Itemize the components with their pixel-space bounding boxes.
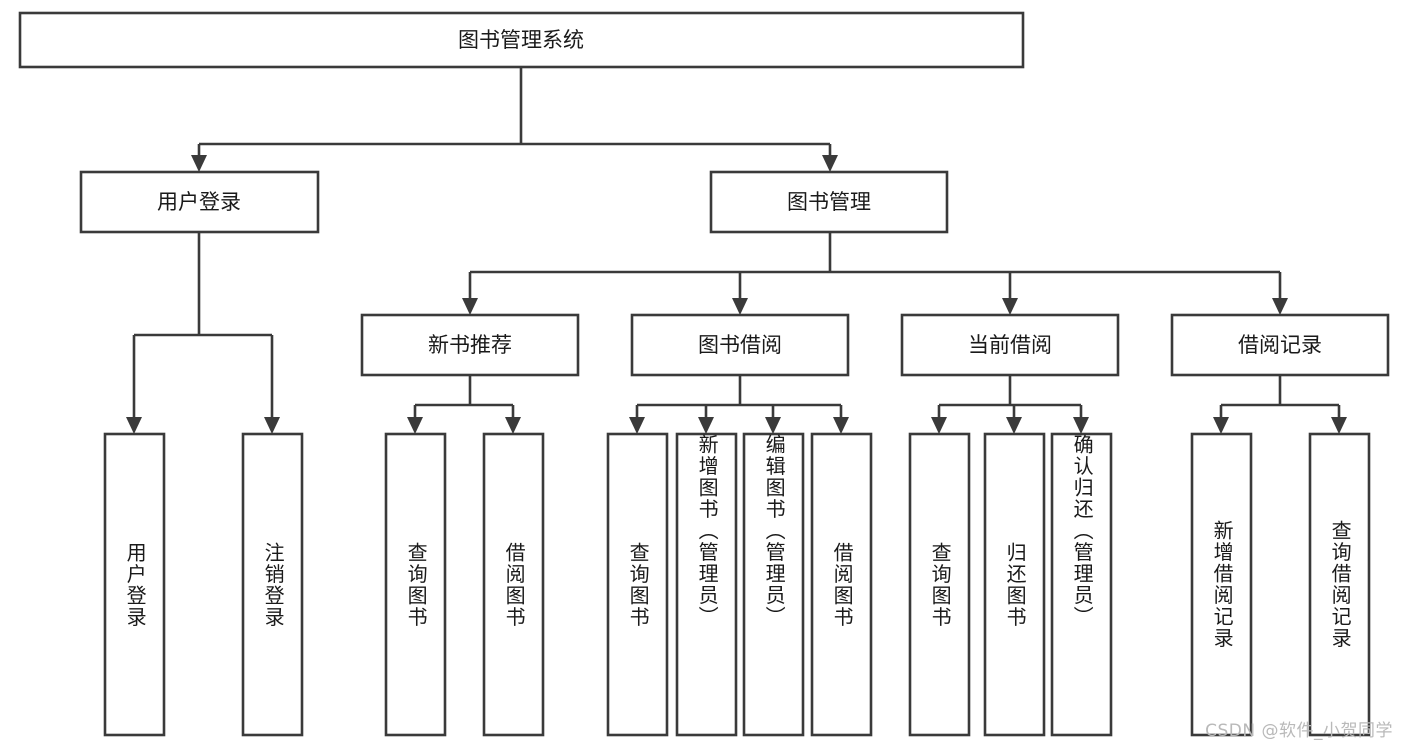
arrow-to-leaf-query-book-3 bbox=[931, 417, 947, 434]
node-new-book-recommend-label: 新书推荐 bbox=[428, 333, 512, 357]
arrow-to-current-borrow bbox=[1002, 298, 1018, 315]
node-user-login-label: 用户登录 bbox=[157, 190, 241, 214]
node-book-manage-box[interactable] bbox=[709, 170, 949, 234]
connector-group-borrow-record bbox=[1213, 375, 1347, 434]
node-root-box[interactable] bbox=[18, 11, 1025, 69]
arrow-to-borrow-record bbox=[1272, 298, 1288, 315]
arrow-to-new-book-recommend bbox=[462, 298, 478, 315]
node-leaf-logout-box[interactable] bbox=[241, 432, 304, 737]
node-current-borrow[interactable]: 当前借阅 bbox=[900, 313, 1120, 377]
node-leaf-add-record-box[interactable] bbox=[1190, 432, 1253, 737]
node-leaf-query-book-3-box[interactable] bbox=[908, 432, 971, 737]
node-borrow-record[interactable]: 借阅记录 bbox=[1170, 313, 1390, 377]
connector-group-book-borrow bbox=[629, 375, 849, 434]
arrow-to-leaf-return-book bbox=[1006, 417, 1022, 434]
node-book-borrow-box[interactable] bbox=[630, 313, 850, 377]
node-book-manage[interactable]: 图书管理 bbox=[709, 170, 949, 234]
arrow-to-leaf-edit-book bbox=[765, 417, 781, 434]
node-leaf-return-book-box[interactable] bbox=[983, 432, 1046, 737]
node-leaf-add-book-box[interactable] bbox=[675, 432, 738, 737]
arrow-to-leaf-user-login bbox=[126, 417, 142, 434]
arrow-to-leaf-query-record bbox=[1331, 417, 1347, 434]
leaf-box-group bbox=[103, 432, 1371, 737]
node-borrow-record-label: 借阅记录 bbox=[1238, 333, 1322, 357]
node-leaf-user-login-box[interactable] bbox=[103, 432, 166, 737]
arrow-root-to-user-login bbox=[191, 155, 207, 172]
arrow-to-book-borrow bbox=[732, 298, 748, 315]
node-leaf-query-book-1-box[interactable] bbox=[384, 432, 447, 737]
node-borrow-record-box[interactable] bbox=[1170, 313, 1390, 377]
arrow-to-leaf-query-book-2 bbox=[629, 417, 645, 434]
arrow-to-leaf-borrow-book-1 bbox=[505, 417, 521, 434]
node-leaf-query-book-2-box[interactable] bbox=[606, 432, 669, 737]
arrow-root-to-book-manage bbox=[822, 155, 838, 172]
node-user-login[interactable]: 用户登录 bbox=[79, 170, 320, 234]
node-book-manage-label: 图书管理 bbox=[787, 190, 871, 214]
connector-group-new-book-recommend bbox=[407, 375, 521, 434]
node-root[interactable]: 图书管理系统 bbox=[18, 11, 1025, 69]
csdn-watermark: CSDN @软件_小贺同学 bbox=[1205, 721, 1393, 741]
node-book-borrow-label: 图书借阅 bbox=[698, 333, 782, 357]
node-current-borrow-label: 当前借阅 bbox=[968, 333, 1052, 357]
node-leaf-edit-book-box[interactable] bbox=[742, 432, 805, 737]
connector-group-user-login bbox=[126, 232, 280, 434]
arrow-to-leaf-confirm-return bbox=[1073, 417, 1089, 434]
connector-group-root bbox=[191, 67, 838, 172]
node-new-book-recommend-box[interactable] bbox=[360, 313, 580, 377]
node-user-login-box[interactable] bbox=[79, 170, 320, 234]
node-root-label: 图书管理系统 bbox=[458, 28, 584, 52]
arrow-to-leaf-add-book bbox=[698, 417, 714, 434]
node-leaf-borrow-book-2-box[interactable] bbox=[810, 432, 873, 737]
arrow-to-leaf-query-book-1 bbox=[407, 417, 423, 434]
connector-group-book-manage bbox=[462, 232, 1288, 315]
arrow-to-leaf-add-record bbox=[1213, 417, 1229, 434]
node-leaf-query-record-box[interactable] bbox=[1308, 432, 1371, 737]
node-book-borrow[interactable]: 图书借阅 bbox=[630, 313, 850, 377]
arrow-to-leaf-borrow-book-2 bbox=[833, 417, 849, 434]
node-current-borrow-box[interactable] bbox=[900, 313, 1120, 377]
node-leaf-confirm-return-box[interactable] bbox=[1050, 432, 1113, 737]
node-leaf-borrow-book-1-box[interactable] bbox=[482, 432, 545, 737]
connector-group-current-borrow bbox=[931, 375, 1089, 434]
node-new-book-recommend[interactable]: 新书推荐 bbox=[360, 313, 580, 377]
arrow-to-leaf-logout bbox=[264, 417, 280, 434]
